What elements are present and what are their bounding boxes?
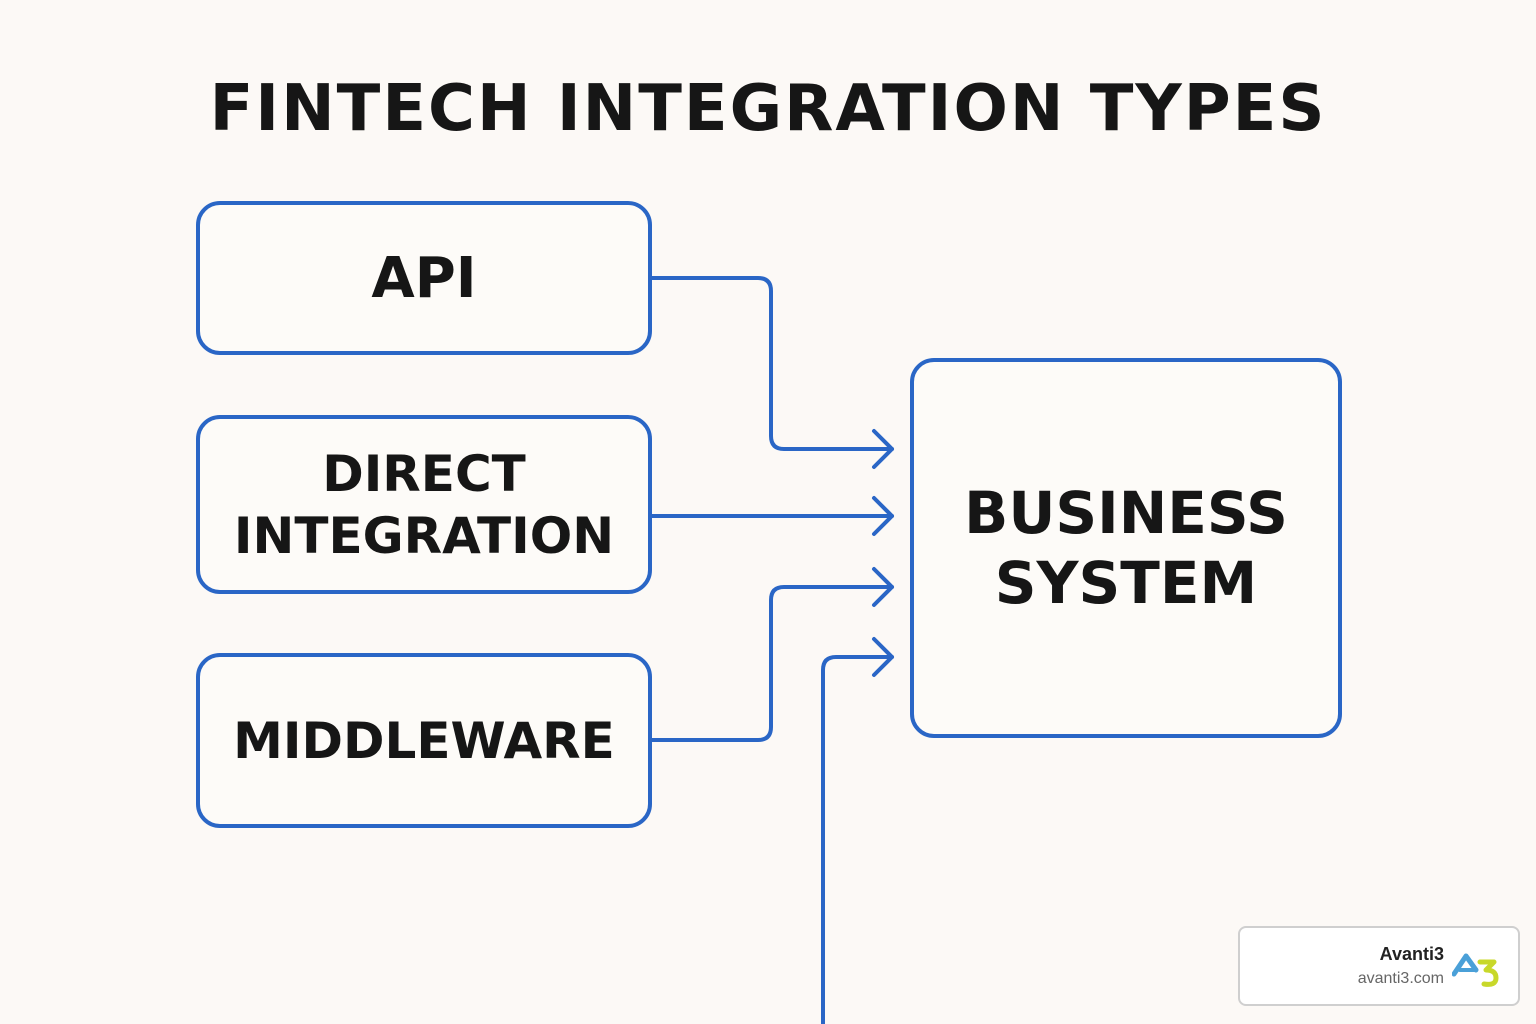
connector-middleware: [650, 585, 894, 742]
arrowhead-middleware: [872, 567, 894, 607]
node-middleware-label: MIDDLEWARE: [233, 711, 615, 770]
node-direct-integration: DIRECT INTEGRATION: [196, 415, 652, 594]
node-direct-line1: DIRECT: [322, 444, 526, 503]
arrowhead-api: [872, 429, 894, 469]
connector-api: [650, 276, 894, 451]
node-business-line2: SYSTEM: [994, 549, 1258, 617]
node-direct-line2: INTEGRATION: [233, 506, 615, 565]
arrowhead-direct: [872, 496, 894, 536]
node-api: API: [196, 201, 652, 355]
arrowhead-bottom: [872, 637, 894, 677]
node-middleware: MIDDLEWARE: [196, 653, 652, 828]
diagram-title: FINTECH INTEGRATION TYPES: [209, 72, 1327, 146]
node-business-system: BUSINESS SYSTEM: [910, 358, 1342, 738]
brand-card[interactable]: Avanti3 avanti3.com: [1238, 926, 1520, 1006]
connector-bottom: [821, 655, 894, 1024]
node-business-line1: BUSINESS: [964, 479, 1288, 547]
brand-name: Avanti3: [1379, 944, 1444, 964]
node-api-label: API: [371, 245, 477, 311]
brand-url: avanti3.com: [1357, 970, 1444, 987]
avanti3-logo-icon: [1452, 953, 1499, 987]
